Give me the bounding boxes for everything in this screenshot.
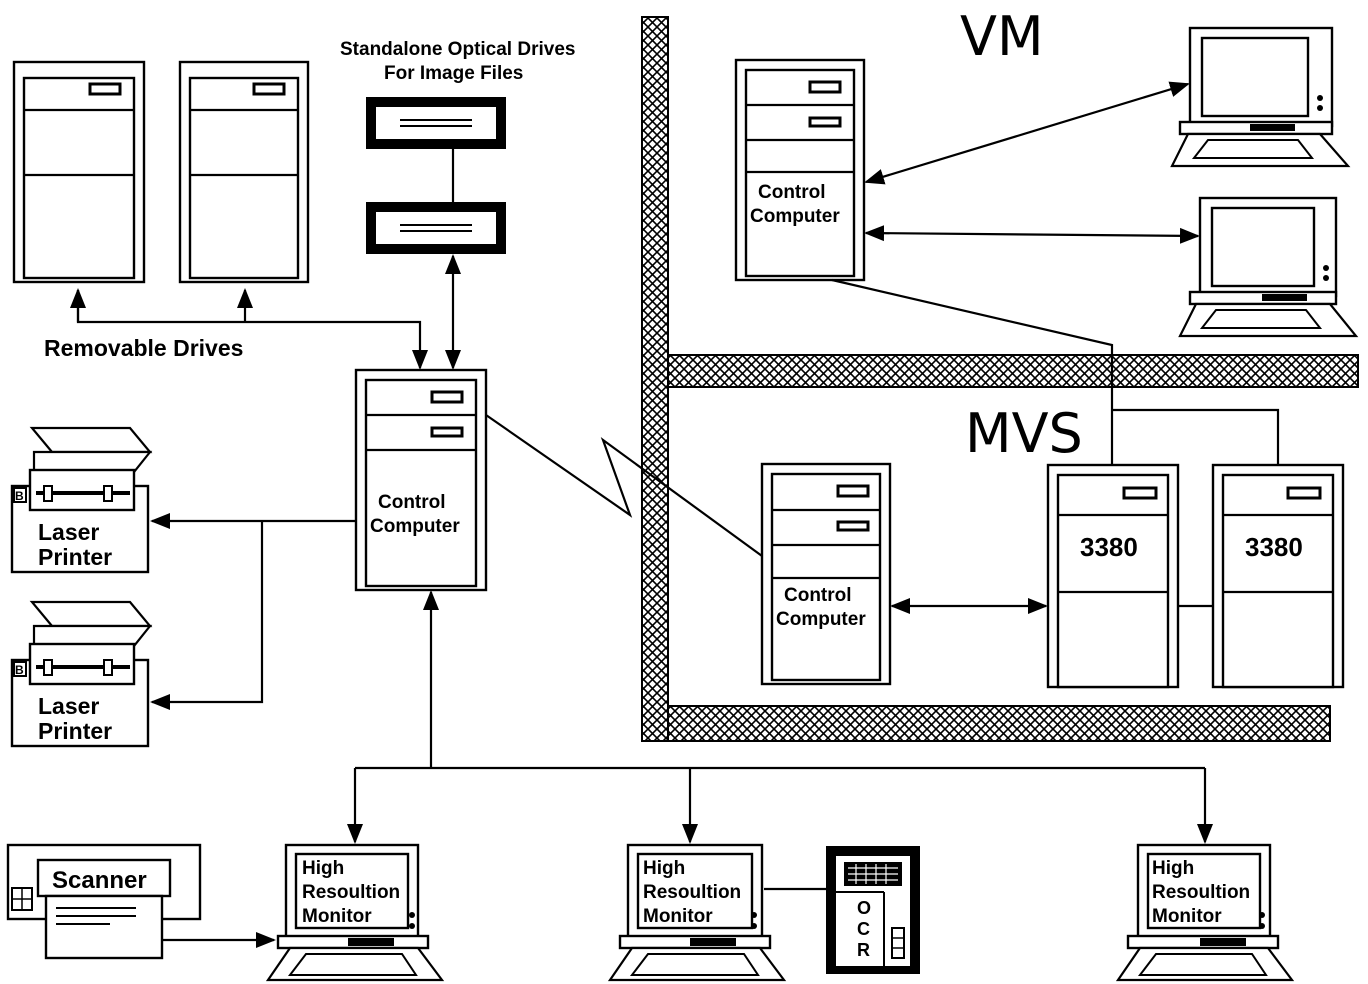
monitor-1: High Resoultion Monitor [265, 843, 445, 982]
wan-link-zigzag [485, 414, 763, 557]
vm-terminal-2 [1178, 196, 1359, 338]
main-computer-line1: Control [378, 492, 446, 513]
vm-computer-line2: Computer [750, 206, 840, 227]
monitor2-line2: Resoultion [643, 882, 741, 903]
scanner: Scanner [6, 843, 202, 960]
printer1-line2: Printer [38, 544, 112, 570]
optical-caption-line1: Standalone Optical Drives [340, 39, 575, 60]
monitor1-line2: Resoultion [302, 882, 400, 903]
main-control-computer: Control Computer [354, 368, 488, 592]
vm-terminal-1 [1170, 26, 1351, 168]
ocr-letter-r: R [857, 940, 870, 960]
monitor2-line1: High [643, 858, 685, 879]
mvs-computer-line2: Computer [776, 609, 866, 630]
mvs-computer-line1: Control [784, 585, 852, 606]
dasd-3380-1: 3380 [1046, 463, 1180, 689]
monitor3-line2: Resoultion [1152, 882, 1250, 903]
dasd2-label: 3380 [1245, 532, 1303, 562]
mvs-control-computer: Control Computer [760, 462, 892, 686]
scanner-label: Scanner [52, 867, 147, 894]
printer1-line1: Laser [38, 519, 99, 545]
wall-vertical [641, 16, 669, 742]
printer2-tag: B [15, 663, 24, 677]
vm-region-label: VM [960, 5, 1044, 68]
dasd-3380-2: 3380 [1211, 463, 1345, 689]
monitor1-line3: Monitor [302, 906, 372, 927]
monitor3-line1: High [1152, 858, 1194, 879]
laser-printer-1: B Laser Printer [10, 426, 153, 574]
mvs-region-label: MVS [965, 402, 1083, 465]
printer2-link [150, 521, 264, 710]
network-boundary-walls [641, 16, 1359, 742]
monitor-2: High Resoultion Monitor [607, 843, 787, 982]
dasd1-label: 3380 [1080, 532, 1138, 562]
monitor-3: High Resoultion Monitor [1115, 843, 1295, 982]
optical-caption-line2: For Image Files [384, 63, 523, 84]
optical-drive-2 [366, 202, 506, 254]
ocr-device: O C R [826, 846, 920, 974]
wall-vm-mvs-divider [667, 354, 1359, 388]
monitor1-line1: High [302, 858, 344, 879]
vm-terminal2-link [864, 225, 1200, 244]
printer2-line2: Printer [38, 718, 112, 744]
vm-terminal1-link [864, 81, 1190, 185]
vm-mvs-channel [831, 278, 1114, 465]
removable-drive-2 [178, 60, 310, 284]
removable-drives-label: Removable Drives [44, 335, 243, 361]
printer2-line1: Laser [38, 693, 99, 719]
laser-printer-2: B Laser Printer [10, 600, 153, 748]
vm-control-computer: Control Computer [734, 58, 866, 282]
ocr-letter-c: C [857, 919, 870, 939]
monitor3-line3: Monitor [1152, 906, 1222, 927]
monitor2-line3: Monitor [643, 906, 713, 927]
ocr-letter-o: O [857, 898, 871, 918]
optical-drive-1 [366, 97, 506, 149]
vm-computer-line1: Control [758, 182, 826, 203]
printer1-tag: B [15, 489, 24, 503]
removable-drive-1 [12, 60, 146, 284]
wall-bottom [667, 705, 1331, 742]
main-computer-line2: Computer [370, 516, 460, 537]
